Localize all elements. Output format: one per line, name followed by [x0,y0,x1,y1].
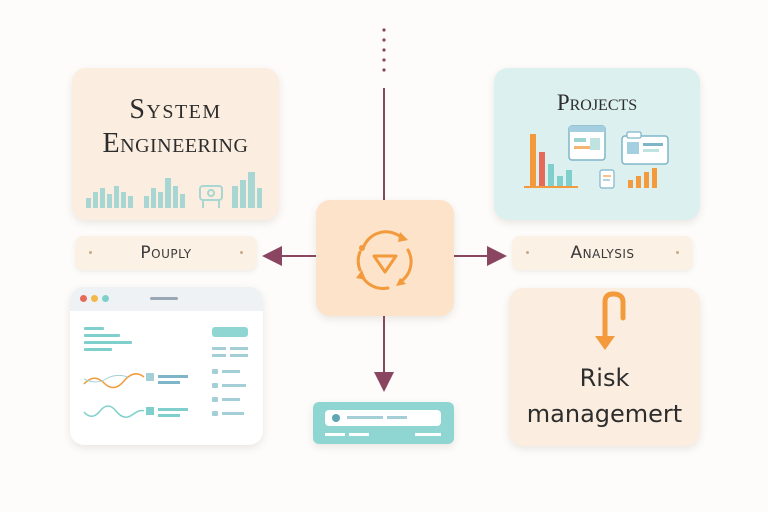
u-turn-arrow-icon [595,291,626,350]
system-engineering-title-line1: System [129,94,222,125]
dashboard-window-icon [568,125,606,161]
pouply-label: Pouply [75,236,257,270]
bottom-teal-panel [313,402,454,444]
cycle-icon [356,230,413,290]
search-text-line [387,416,407,419]
document-icon [599,169,615,189]
projects-card: Projects [494,68,700,220]
maximize-dot-icon [102,295,109,302]
minimize-dot-icon [91,295,98,302]
risk-title-line2: managemert [526,400,683,428]
pill-dot [676,251,679,254]
analysis-label-text: Analysis [570,243,635,263]
footer-line [415,433,441,436]
profile-card-icon [621,131,669,165]
bar-chart-icon [524,134,578,188]
center-hub [316,200,454,316]
dashboard-titlebar [70,287,263,311]
footer-line [325,433,345,436]
system-engineering-title-line2: Engineering [102,128,249,159]
projects-title: Projects [556,90,638,115]
analysis-label: Analysis [512,236,693,270]
mini-bar-chart-icon [628,168,657,188]
risk-management-card: Risk managemert [509,288,700,446]
cityscape-illustration [86,172,262,208]
search-text-line [347,416,383,419]
close-dot-icon [80,295,87,302]
search-field-bar [325,410,441,426]
pouply-label-text: Pouply [140,243,192,263]
pill-dot [240,251,243,254]
dashboard-content [83,327,248,418]
projects-illustration [524,125,669,189]
system-engineering-card: System Engineering [72,68,279,220]
footer-line [349,433,369,436]
risk-title-line1: Risk [579,364,630,392]
top-dotted-line [382,28,386,72]
address-bar [150,297,178,300]
dashboard-card [70,287,263,445]
pill-dot [89,251,92,254]
pill-dot [526,251,529,254]
search-dot-icon [332,414,340,422]
